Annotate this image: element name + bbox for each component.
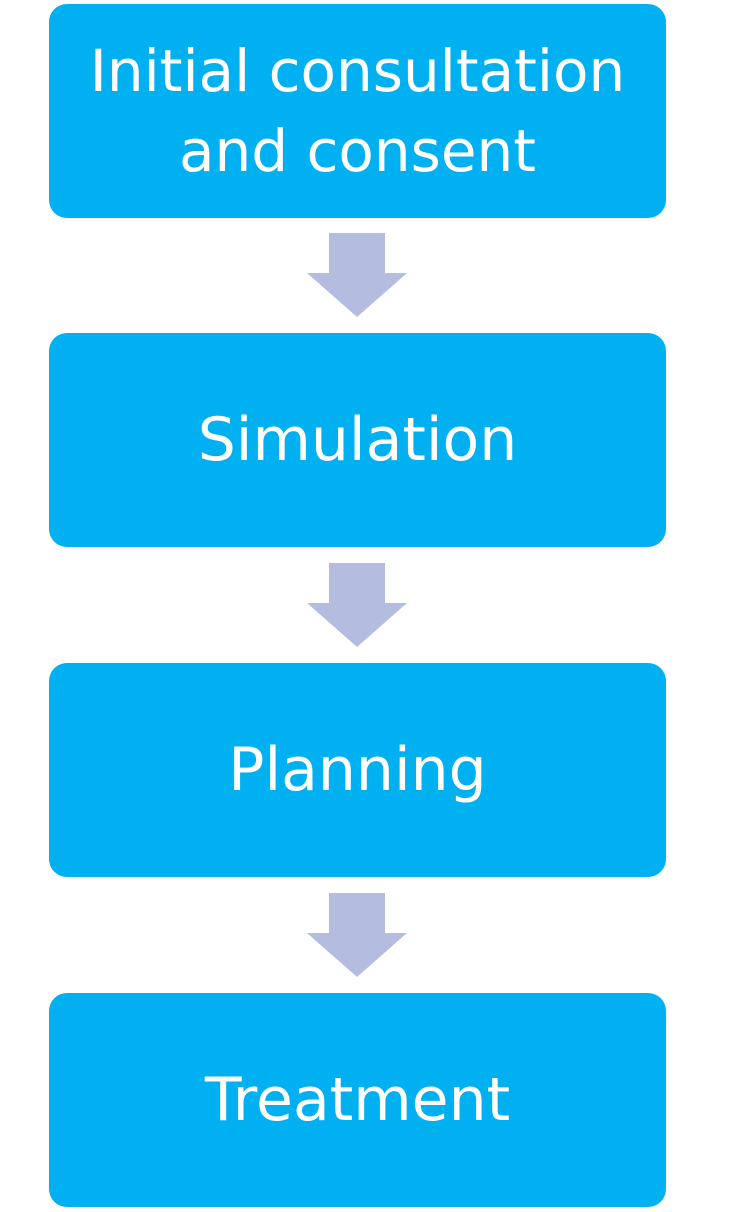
down-arrow-icon: [307, 563, 407, 647]
step-treatment-box: Treatment: [49, 993, 666, 1207]
down-arrow-icon: [307, 233, 407, 317]
step-treatment-label: Treatment: [204, 1065, 511, 1135]
step-initial-consultation-box: Initial consultation and consent: [49, 4, 666, 218]
step-planning-box: Planning: [49, 663, 666, 877]
step-simulation-box: Simulation: [49, 333, 666, 547]
step-planning-label: Planning: [228, 735, 487, 805]
step-simulation-label: Simulation: [197, 405, 518, 475]
step-initial-consultation-label: Initial consultation and consent: [89, 37, 626, 185]
down-arrow-icon: [307, 893, 407, 977]
